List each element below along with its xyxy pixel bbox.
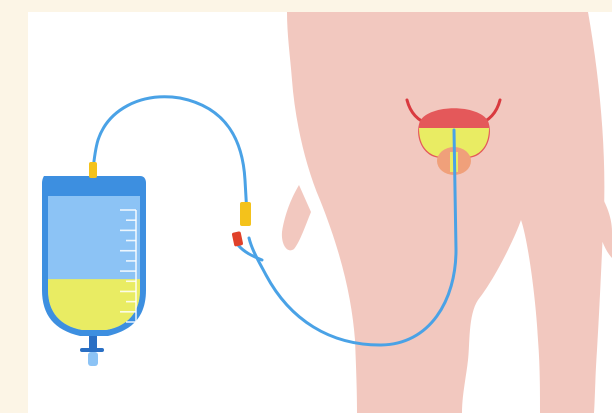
bag-outlet-tube [89,336,97,350]
bag-inlet-connector [89,162,97,178]
bag-drain-tip [88,352,98,366]
bag-drain-valve [80,348,104,352]
tube-connector [240,202,251,226]
